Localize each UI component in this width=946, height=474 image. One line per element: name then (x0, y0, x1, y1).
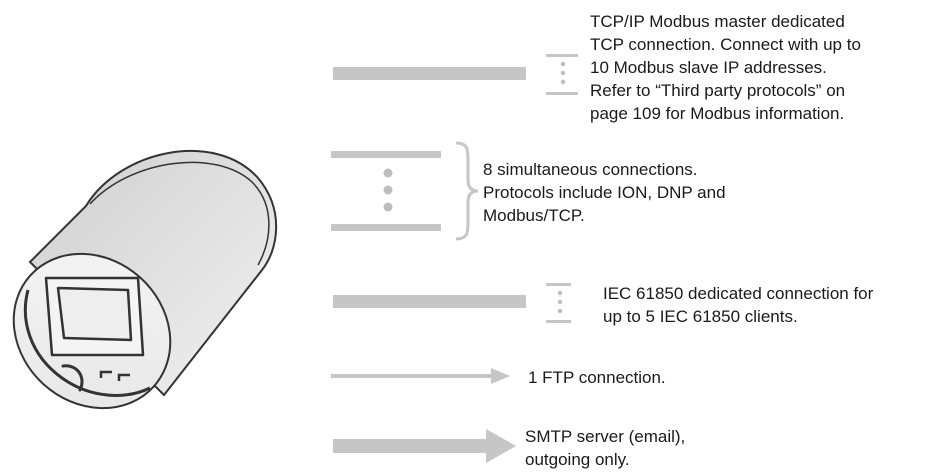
modbus-master-bracket-bottom (546, 92, 578, 95)
smtp-connection (333, 429, 516, 463)
modbus-master-caption: TCP/IP Modbus master dedicated TCP conne… (590, 12, 861, 123)
modbus-master-dot-1 (560, 61, 566, 67)
modbus-master-connection (333, 54, 578, 95)
iec61850-bracket-top (546, 283, 571, 286)
iec61850-bracket-bottom (546, 320, 571, 323)
simultaneous-connections (331, 141, 479, 241)
meter-button-2 (117, 373, 130, 381)
smtp-caption: SMTP server (email), outgoing only. (525, 427, 686, 469)
meter-face-rim (23, 289, 151, 397)
simultaneous-connections-caption: 8 simultaneous connections. Protocols in… (483, 160, 726, 225)
smtp-arrow-shaft (333, 439, 488, 453)
iec61850-dot-1 (557, 290, 563, 296)
iec61850-bar (333, 295, 526, 308)
ftp-connection (331, 368, 510, 384)
meter-back-rim (89, 161, 270, 266)
iec61850-dot-3 (557, 308, 563, 314)
iec61850-dot-2 (557, 299, 563, 305)
simultaneous-dot-1 (383, 168, 393, 178)
ftp-caption: 1 FTP connection. (528, 368, 666, 387)
power-meter-illustration (12, 150, 278, 410)
meter-knob-arc (61, 364, 84, 392)
iec61850-caption: IEC 61850 dedicated connection for up to… (603, 284, 874, 326)
modbus-master-dot-2 (560, 70, 566, 76)
ftp-arrow-shaft (331, 374, 493, 378)
simultaneous-dot-2 (383, 185, 393, 195)
simultaneous-brace (455, 141, 479, 241)
ftp-arrow-head (491, 368, 510, 384)
modbus-master-bracket-top (546, 54, 578, 57)
simultaneous-bar-bottom (331, 224, 441, 231)
meter-display-screen (56, 286, 133, 342)
iec61850-connection (333, 283, 571, 323)
simultaneous-dot-3 (383, 202, 393, 212)
modbus-master-bar (333, 67, 526, 80)
meter-body (28, 150, 278, 397)
simultaneous-bar-top (331, 151, 441, 158)
modbus-master-dot-3 (560, 79, 566, 85)
meter-button-1 (99, 370, 112, 378)
smtp-arrow-head (486, 429, 516, 463)
